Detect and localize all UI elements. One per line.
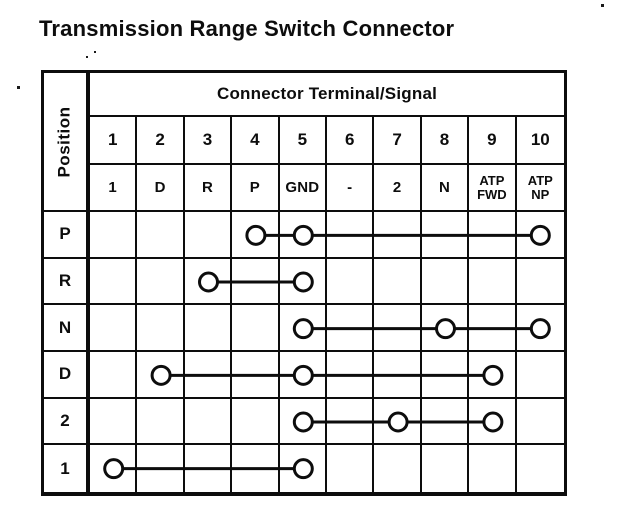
terminal-signal-header: Connector Terminal/Signal [90,73,564,117]
grid-cell [374,305,422,352]
grid-cell [374,258,422,306]
position-column-label: Position [55,105,74,178]
signal-8-header: N [421,165,470,212]
grid-cell [280,445,327,492]
signal-3-header: R [184,165,233,212]
position-cell-2: 2 [44,398,90,446]
grid-cell [374,398,422,446]
terminal-8-header: 8 [421,117,470,165]
grid-cell [90,398,138,446]
grid-cell [137,445,185,492]
terminal-6-header: 6 [327,117,375,165]
position-cell-N: N [44,305,90,352]
terminal-10-header: 10 [516,117,564,165]
grid-cell [279,258,327,306]
grid-cell [279,398,327,446]
terminal-signal-header-label: Connector Terminal/Signal [216,84,438,103]
terminal-4-header: 4 [232,117,280,165]
signal-1-header: 1 [90,165,138,212]
grid-cell [184,258,233,306]
grid-cell [184,305,233,352]
grid-cell [232,445,280,492]
grid-cell [232,398,280,446]
grid-cell [421,352,470,399]
grid-cell [279,212,327,259]
terminal-1-header: 1 [90,117,138,165]
signal-4-header: P [232,165,280,212]
grid-cell [469,258,517,306]
scan-speck [17,86,20,89]
grid-cell [184,212,233,259]
grid-cell [421,212,470,259]
grid-cell [469,212,517,259]
grid-cell [374,445,422,492]
grid-cell [469,445,517,492]
grid-cell [232,352,280,399]
grid-cell [421,398,470,446]
grid-cell [516,259,564,306]
position-cell-R: R [44,258,90,306]
terminal-9-header: 9 [469,117,517,165]
position-cell-P: P [44,212,90,259]
grid-cell [279,305,327,352]
signal-9-header: ATP FWD [469,165,517,212]
grid-cell [90,352,138,399]
grid-cell [185,445,233,492]
grid-cell [327,212,375,259]
grid-cell [137,352,185,399]
grid-cell [137,258,185,306]
grid-cell [232,212,280,259]
signal-5-header: GND [279,165,327,212]
page-title: Transmission Range Switch Connector [39,16,455,41]
grid-cell [184,352,233,399]
terminal-2-header: 2 [137,117,185,165]
terminal-5-header: 5 [279,117,327,165]
grid-cell [232,305,280,352]
grid-cell [422,445,470,492]
grid-cell [137,398,185,446]
grid-cell [516,399,564,446]
grid-cell [90,305,138,352]
grid-cell [90,212,138,259]
terminal-3-header: 3 [184,117,233,165]
grid-cell [421,305,470,352]
grid-cell [327,445,375,492]
grid-cell [374,212,422,259]
grid-cell [517,445,564,492]
grid-cell [469,352,517,399]
signal-2-header: D [137,165,185,212]
grid-cell [137,305,185,352]
grid-cell [327,305,375,352]
grid-cell [327,258,375,306]
grid-cell [516,212,564,259]
grid-cell [469,305,517,352]
grid-cell [184,398,233,446]
signal-7-header: 2 [374,165,422,212]
position-column-header: Position [44,73,90,212]
signal-6-header: - [327,165,375,212]
signal-10-header: ATP NP [516,165,564,212]
grid-cell [90,258,138,306]
grid-cell [469,398,517,446]
grid-cell [327,352,375,399]
grid-cell [279,352,327,399]
grid-cell [421,258,470,306]
scan-speck [86,56,88,58]
grid-cell [516,352,564,399]
grid-cell [137,212,185,259]
position-cell-D: D [44,352,90,399]
grid-cell [232,258,280,306]
grid-cell [90,445,138,492]
grid-cell [516,305,564,352]
position-cell-1: 1 [44,445,90,492]
grid-cell [374,352,422,399]
scan-speck [94,51,96,53]
grid-cell [327,398,375,446]
scan-speck [601,4,604,7]
terminal-7-header: 7 [374,117,422,165]
